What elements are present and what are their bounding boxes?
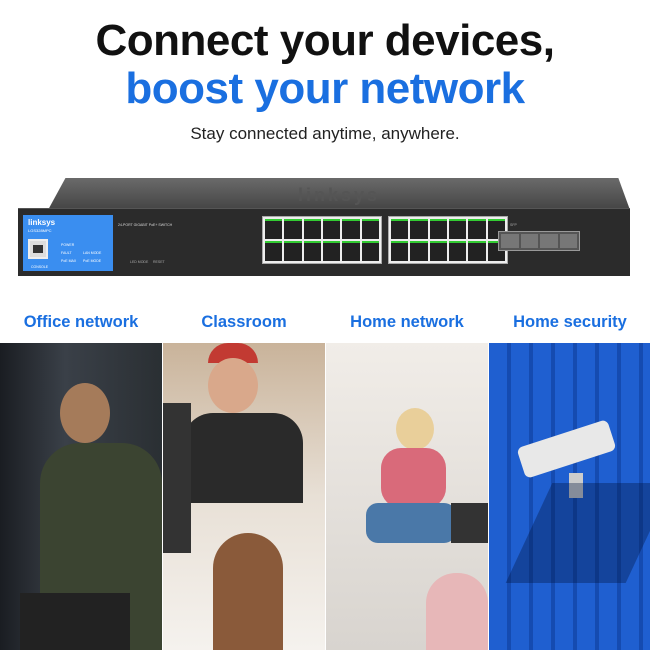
sfp-label: SFP <box>510 223 517 227</box>
ethernet-port <box>361 219 379 239</box>
reset-button[interactable]: RESET <box>153 260 165 264</box>
ethernet-port <box>265 241 283 261</box>
caption-classroom: Classroom <box>201 313 287 331</box>
headline-line1: Connect your devices, <box>95 16 555 65</box>
ethernet-port <box>468 219 486 239</box>
sfp-port <box>501 234 519 248</box>
switch-label-panel: linksys LGS328MPC POWER FAULT LAN MODE P… <box>23 215 113 271</box>
led-power: POWER <box>61 243 75 247</box>
sfp-port <box>540 234 558 248</box>
switch-top-logo: linksys <box>297 185 381 205</box>
ethernet-port <box>410 241 428 261</box>
caption-office-network: Office network <box>23 313 139 331</box>
ethernet-port <box>449 219 467 239</box>
ethernet-port <box>323 241 341 261</box>
headline-line2: boost your network <box>125 64 525 113</box>
home-security-photo <box>489 343 650 650</box>
network-switch-image: linksys linksys LGS328MPC POWER FAULT LA… <box>18 178 630 278</box>
ethernet-port <box>342 219 360 239</box>
ports-group-1 <box>262 216 382 264</box>
ethernet-port <box>342 241 360 261</box>
caption-home-network: Home network <box>350 313 464 331</box>
ethernet-port <box>265 219 283 239</box>
caption-home-security: Home security <box>513 313 627 331</box>
classroom-photo <box>163 343 325 650</box>
ethernet-port <box>429 241 447 261</box>
ethernet-port <box>449 241 467 261</box>
led-poe-mode: PoE MODE <box>83 259 102 263</box>
switch-brand: linksys <box>28 218 56 227</box>
ports-group-2 <box>388 216 508 264</box>
switch-model: LGS328MPC <box>28 228 52 233</box>
ethernet-port <box>284 219 302 239</box>
ethernet-port <box>410 219 428 239</box>
ethernet-port <box>303 241 321 261</box>
home-network-photo <box>326 343 488 650</box>
ethernet-port <box>284 241 302 261</box>
led-fault: FAULT <box>61 251 72 255</box>
ethernet-port <box>468 241 486 261</box>
ethernet-port <box>391 219 409 239</box>
subtitle: Stay connected anytime, anywhere. <box>190 124 460 143</box>
ethernet-port <box>303 219 321 239</box>
ethernet-port <box>361 241 379 261</box>
ethernet-port <box>391 241 409 261</box>
office-network-photo <box>0 343 162 650</box>
sfp-port <box>520 234 538 248</box>
led-mode-button[interactable]: LED MODE <box>130 260 149 264</box>
sfp-ports <box>498 231 580 251</box>
switch-description: 24-PORT GIGABIT PoE+ SWITCH <box>118 223 173 227</box>
console-port-icon <box>28 239 48 259</box>
switch-top: linksys <box>48 178 630 210</box>
security-camera-icon <box>516 419 617 479</box>
console-label: CONSOLE <box>31 265 49 269</box>
led-poe-max: PoE MAX <box>61 259 77 263</box>
ethernet-port <box>323 219 341 239</box>
sfp-port <box>559 234 577 248</box>
ethernet-port <box>429 219 447 239</box>
led-lan-mode: LAN MODE <box>83 251 102 255</box>
switch-front-panel: linksys LGS328MPC POWER FAULT LAN MODE P… <box>18 208 630 276</box>
